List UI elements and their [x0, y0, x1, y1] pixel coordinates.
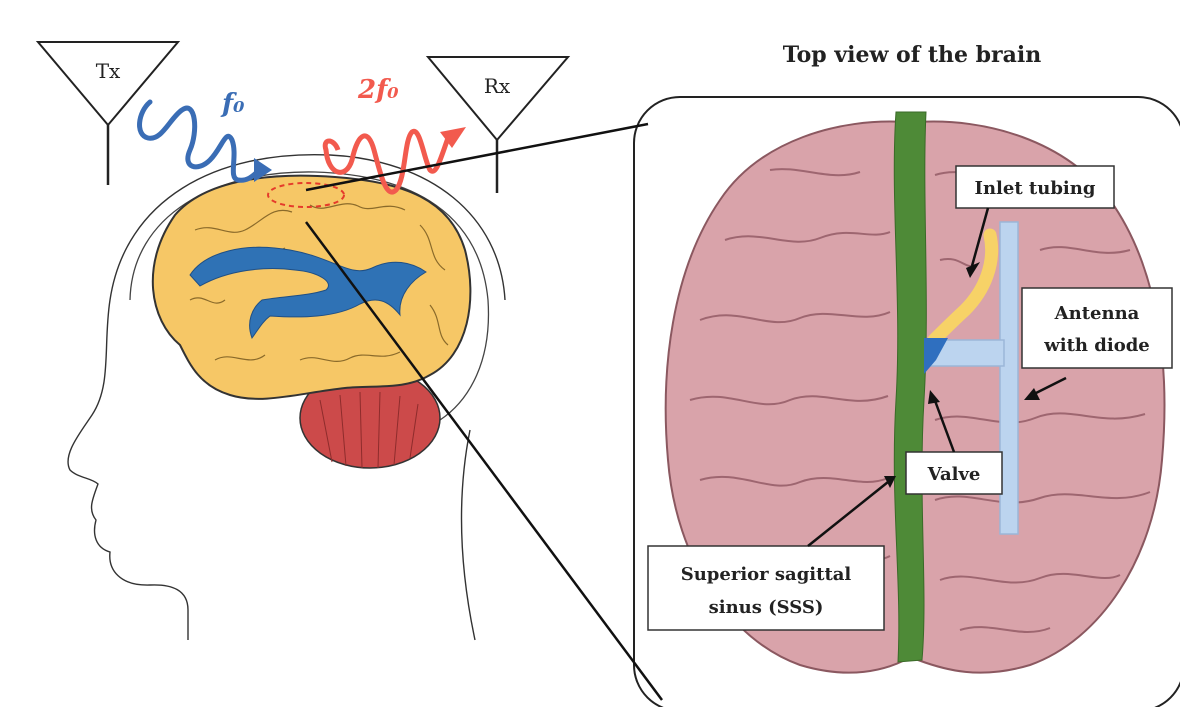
neck-outline — [462, 430, 475, 640]
valve-label: Valve — [927, 464, 981, 485]
tx-label: Tx — [96, 59, 121, 83]
tx-frequency-label: f₀ — [220, 89, 245, 119]
inlet-tubing-label: Inlet tubing — [975, 178, 1096, 199]
inset-title: Top view of the brain — [783, 42, 1042, 68]
rx-frequency-label: 2f₀ — [357, 75, 399, 105]
tx-antenna: Tx — [38, 42, 178, 185]
head-side-view — [68, 155, 505, 640]
brain-side — [153, 176, 471, 399]
antenna-label-line2: with diode — [1043, 335, 1149, 356]
sss-label-line1: Superior sagittal — [681, 564, 852, 585]
superior-sagittal-sinus — [894, 112, 926, 662]
tx-signal-wave: f₀ — [140, 89, 272, 182]
antenna-label-line1: Antenna — [1054, 303, 1140, 324]
sss-label-line2: sinus (SSS) — [709, 597, 824, 618]
rx-label: Rx — [484, 74, 511, 98]
rx-antenna: Rx — [428, 57, 568, 193]
